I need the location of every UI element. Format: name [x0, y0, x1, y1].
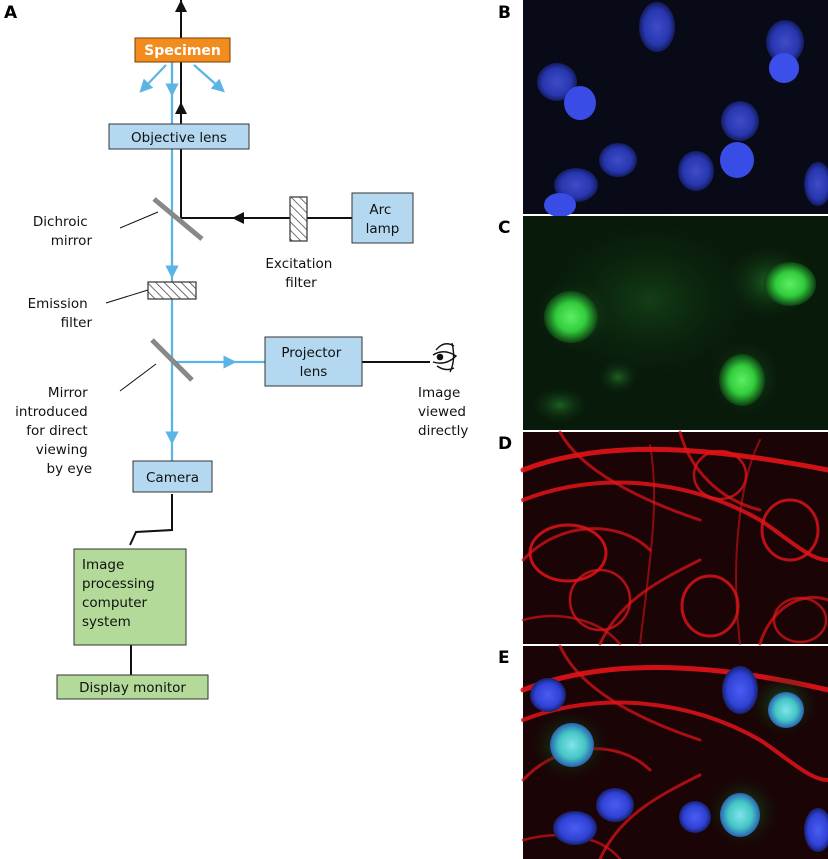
emission-leader: [105, 289, 149, 304]
viewing-mirror-label: Mirror introduced for direct viewing by …: [15, 385, 92, 477]
objective-lens-box: Objective lens: [108, 123, 250, 150]
camera-box: Camera: [132, 460, 213, 493]
computer-system-box: Image processing computer system: [73, 548, 187, 646]
emission-filter-label: Emission filter: [28, 296, 93, 331]
dichroic-mirror: [152, 197, 204, 241]
viewing-mirror-leader: [119, 363, 157, 392]
display-monitor-label: Display monitor: [79, 680, 186, 696]
panel-label-c: C: [498, 218, 510, 238]
objective-lens-label: Objective lens: [131, 130, 227, 146]
excitation-filter-label: Excitation filter: [265, 256, 336, 291]
micrograph-b-nuclei: [523, 0, 828, 217]
projector-lens-box: Projector lens: [264, 336, 363, 387]
eye-icon: [432, 342, 458, 373]
arc-lamp-box: Arc lamp: [351, 192, 414, 244]
emission-filter: [147, 281, 197, 300]
image-viewed-label: Image viewed directly: [418, 385, 470, 439]
panel-label-e: E: [498, 648, 510, 668]
panel-label-b: B: [498, 3, 511, 23]
micrograph-c-green: [523, 210, 828, 430]
panel-label-d: D: [498, 434, 512, 454]
arc-lamp-label: Arc lamp: [366, 202, 400, 237]
computer-system-label: Image processing computer system: [82, 557, 159, 630]
micrograph-e-merge: [520, 644, 828, 859]
camera-label: Camera: [146, 470, 199, 486]
projector-lens-label: Projector lens: [281, 345, 345, 380]
micrograph-d-red: [520, 430, 828, 646]
excitation-filter: [289, 196, 308, 242]
specimen-label: Specimen: [144, 43, 221, 59]
display-monitor-box: Display monitor: [56, 674, 209, 700]
specimen-box: Specimen: [134, 37, 231, 63]
dichroic-mirror-label: Dichroic mirror: [33, 214, 93, 249]
viewing-mirror: [150, 338, 194, 382]
dichroic-leader: [119, 211, 159, 229]
panel-label-a: A: [4, 3, 18, 23]
